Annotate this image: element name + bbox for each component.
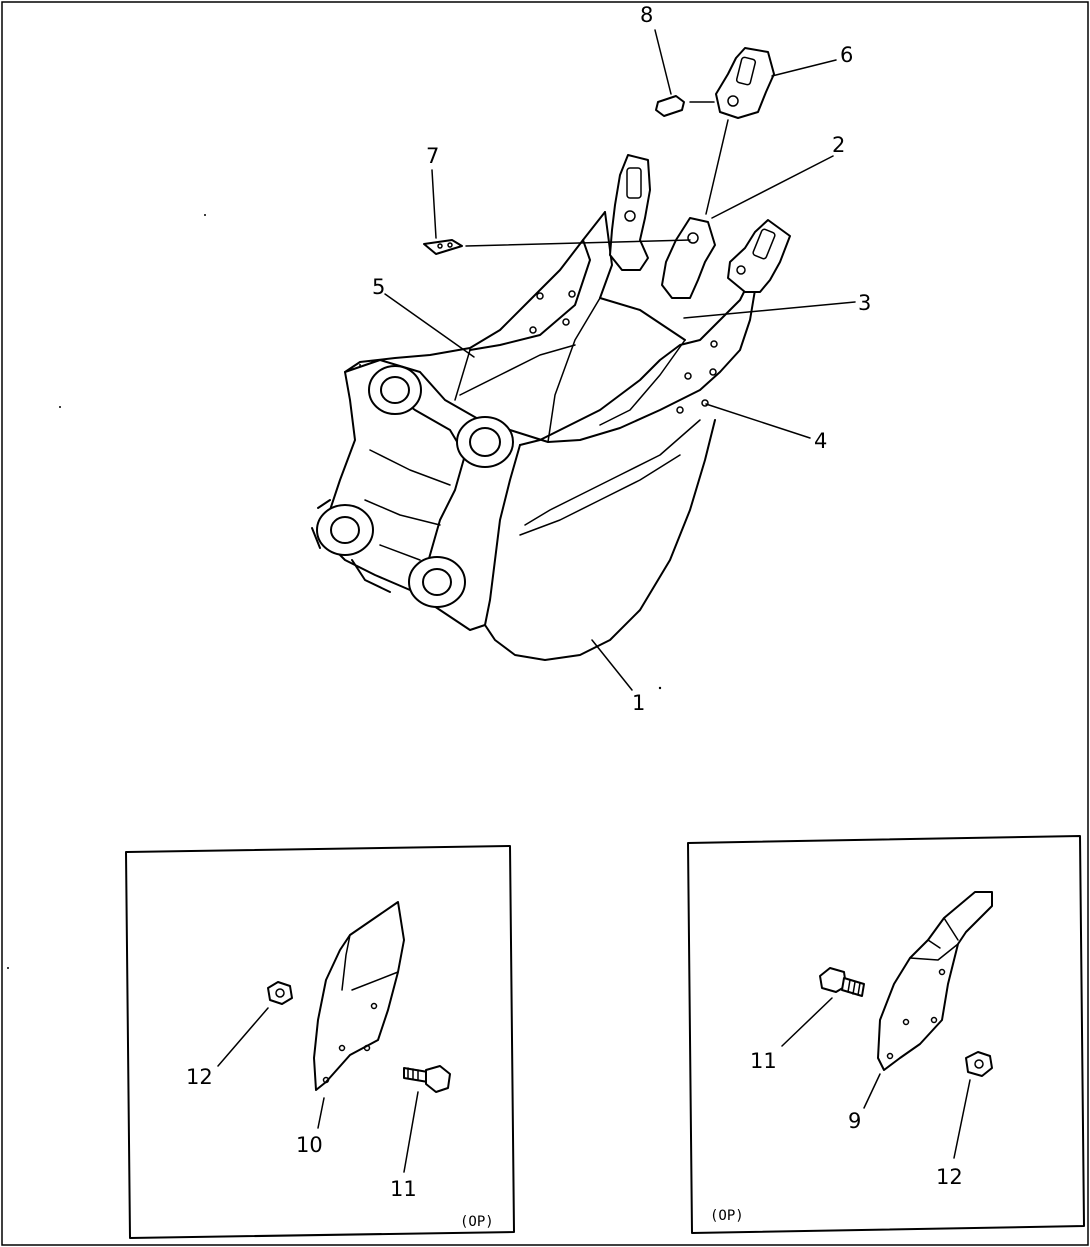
inner-floor (454, 344, 576, 401)
shell-crease (524, 419, 701, 526)
tooth-point-detail (715, 47, 775, 119)
bolt-11-right (819, 967, 865, 997)
main-callouts: 8 6 2 7 3 5 4 1 (372, 3, 871, 715)
inset-right-frame (687, 835, 1085, 1234)
callout-12-left: 12 (186, 1065, 213, 1089)
side-plate-holes (529, 290, 718, 414)
inset-left-frame (125, 845, 515, 1239)
side-cutter-10 (313, 901, 405, 1091)
callout-11-right: 11 (750, 1049, 777, 1073)
bucket-assembly (311, 47, 791, 661)
callout-2: 2 (832, 133, 845, 157)
shell-edge (484, 444, 521, 626)
bolt-11-left (403, 1065, 451, 1093)
callout-4: 4 (814, 429, 827, 453)
side-cutter-9 (877, 891, 993, 1071)
callout-3: 3 (858, 291, 871, 315)
pin-detail (655, 95, 715, 117)
callout-10-left: 10 (296, 1133, 323, 1157)
assembly-line (705, 119, 729, 215)
bucket-teeth (609, 154, 791, 299)
callout-5: 5 (372, 275, 385, 299)
callout-6: 6 (840, 43, 853, 67)
side-plate-right (519, 289, 746, 446)
callout-11-left: 11 (390, 1177, 417, 1201)
pivot-bosses (311, 365, 514, 631)
lock-detail (423, 239, 691, 255)
side-plate-left (469, 211, 613, 351)
scan-specks (7, 214, 662, 969)
bucket-shell (484, 419, 716, 661)
option-label-left: (OP) (460, 1214, 494, 1230)
cutting-edge (599, 297, 686, 341)
callout-9-right: 9 (848, 1109, 861, 1133)
shell-crease-2 (519, 454, 681, 536)
callout-1: 1 (632, 691, 645, 715)
nut-12-right (965, 1051, 993, 1077)
callout-8: 8 (640, 3, 653, 27)
inset-left: 12 10 11 (OP) (125, 845, 515, 1239)
inset-right: 11 9 12 (OP) (687, 835, 1085, 1234)
callout-7: 7 (426, 144, 439, 168)
main-leaders (384, 29, 856, 691)
option-label-right: (OP) (710, 1208, 744, 1224)
inner-edge (599, 339, 686, 426)
nut-12-left (267, 981, 293, 1005)
callout-12-right: 12 (936, 1165, 963, 1189)
cutting-edge-face (547, 297, 601, 443)
